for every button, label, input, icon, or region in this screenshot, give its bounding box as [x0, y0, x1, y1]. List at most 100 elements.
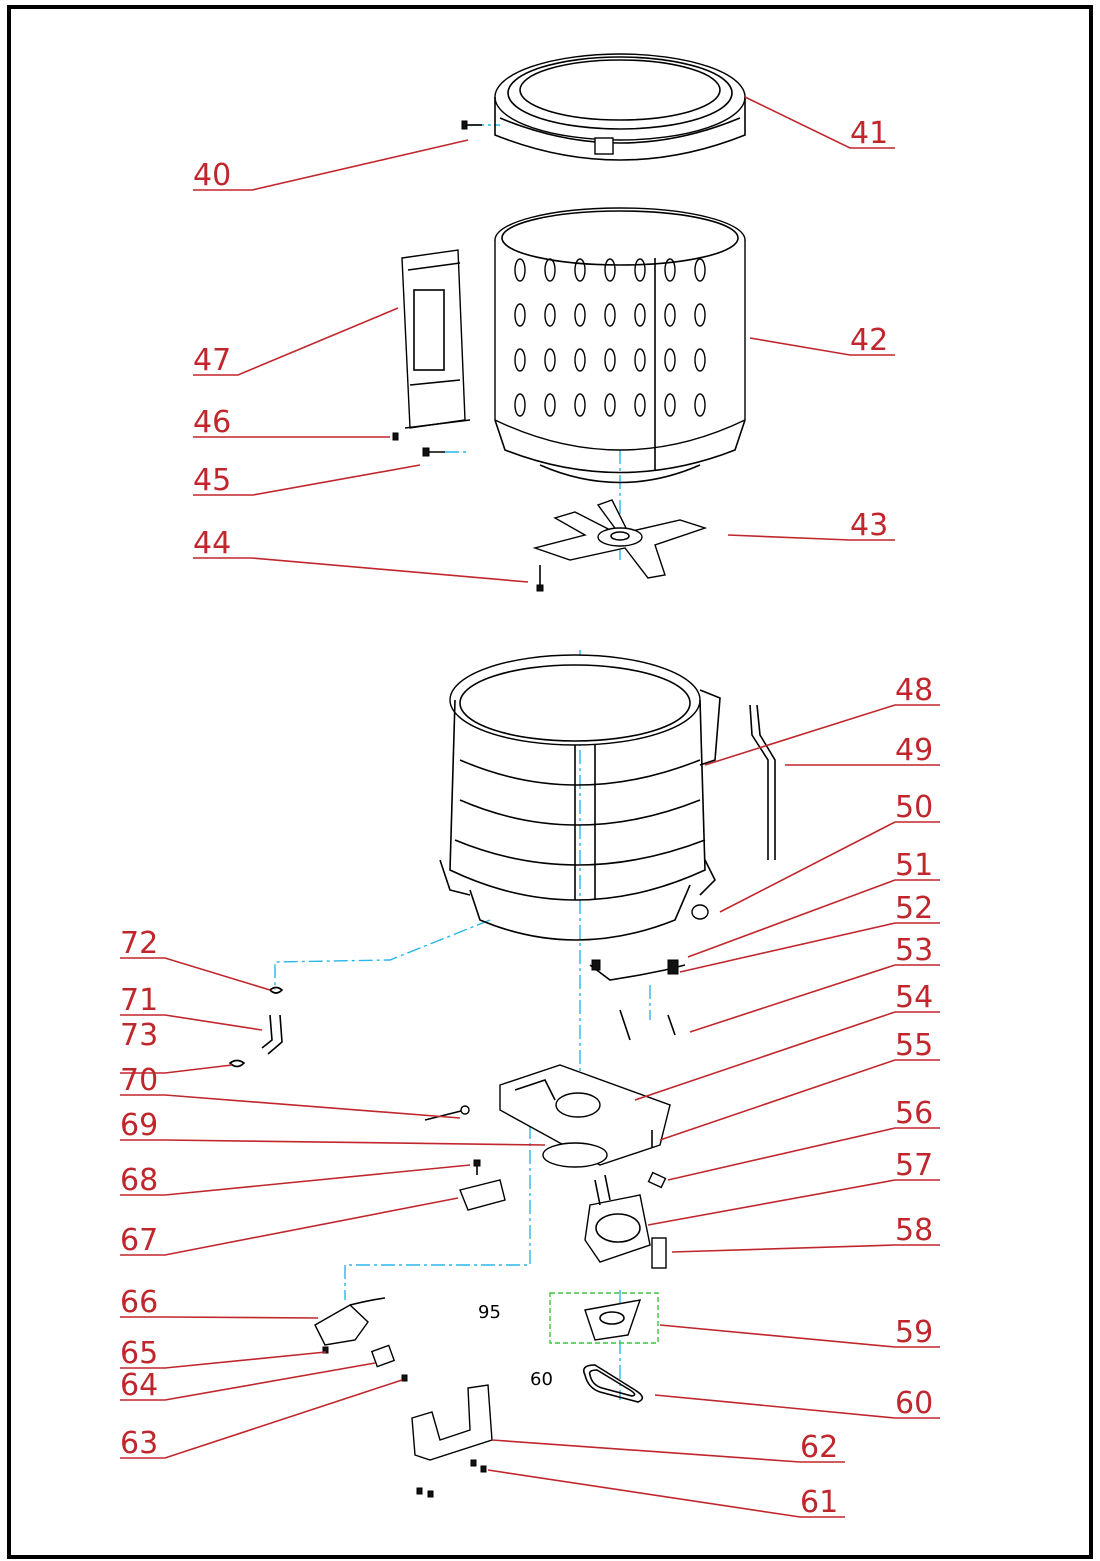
basket-hole [634, 303, 646, 327]
callout-73: 73 [120, 1018, 158, 1053]
callout-61: 61 [800, 1485, 838, 1520]
callout-50: 50 [895, 790, 933, 825]
basket-hole [634, 258, 646, 282]
part-54-gearbox-bracket [499, 1064, 671, 1168]
callout-48: 48 [895, 673, 933, 708]
part-63-screw [401, 1374, 408, 1382]
diagram-frame [7, 5, 1093, 1559]
part-46-screw [392, 432, 399, 441]
basket-hole [514, 393, 526, 417]
basket-hole [514, 303, 526, 327]
basket-hole [574, 393, 586, 417]
basket-hole [604, 258, 616, 282]
callout-60: 60 [895, 1386, 933, 1421]
part-67-plate [459, 1179, 506, 1211]
callout-71: 71 [120, 983, 158, 1018]
callout-58: 58 [895, 1213, 933, 1248]
part-41-balance-ring [494, 53, 746, 161]
callout-63: 63 [120, 1426, 158, 1461]
basket-hole [664, 348, 676, 372]
basket-hole [664, 303, 676, 327]
basket-hole [694, 258, 706, 282]
part-42-spin-basket [494, 207, 746, 484]
callout-64: 64 [120, 1368, 158, 1403]
callout-65: 65 [120, 1336, 158, 1371]
basket-hole [514, 258, 526, 282]
part-71-elbow [261, 1014, 283, 1055]
part-66-drain-motor [314, 1297, 386, 1346]
part-43-basket-flange [532, 499, 708, 579]
part-50-nut [691, 904, 709, 920]
basket-hole [574, 258, 586, 282]
callout-56: 56 [895, 1096, 933, 1131]
basket-hole [574, 348, 586, 372]
basket-hole [664, 393, 676, 417]
part-59-pulley [549, 1292, 659, 1344]
leader-lines [120, 96, 940, 1518]
part-58-capacitor [651, 1237, 667, 1269]
part-70-pin [424, 1105, 470, 1121]
callout-59: 59 [895, 1315, 933, 1350]
callout-46: 46 [193, 405, 231, 440]
callout-57: 57 [895, 1148, 933, 1183]
basket-hole [604, 303, 616, 327]
callout-42: 42 [850, 323, 888, 358]
part-48-outer-tub [439, 654, 721, 941]
basket-hole [694, 303, 706, 327]
callout-62: 62 [800, 1430, 838, 1465]
part-60-belt [582, 1364, 644, 1403]
part-45-screw [422, 447, 445, 457]
basket-hole [544, 348, 556, 372]
label-95: 95 [478, 1302, 501, 1323]
part-65-screw [322, 1346, 329, 1354]
callout-41: 41 [850, 116, 888, 151]
callout-52: 52 [895, 891, 933, 926]
callout-68: 68 [120, 1163, 158, 1198]
part-40-screw [461, 120, 482, 130]
basket-hole [574, 303, 586, 327]
basket-hole [604, 393, 616, 417]
callout-69: 69 [120, 1108, 158, 1143]
part-57-motor [584, 1174, 651, 1263]
callout-72: 72 [120, 926, 158, 961]
callout-49: 49 [895, 733, 933, 768]
basket-perforations [514, 258, 706, 417]
callout-54: 54 [895, 980, 933, 1015]
part-61-screws [416, 1459, 487, 1498]
basket-hole [544, 303, 556, 327]
part-53-screw [619, 1009, 676, 1041]
basket-hole [544, 258, 556, 282]
basket-hole [694, 393, 706, 417]
basket-hole [634, 393, 646, 417]
part-51-52-harness [589, 959, 686, 981]
callout-40: 40 [193, 158, 231, 193]
callout-53: 53 [895, 933, 933, 968]
callout-43: 43 [850, 508, 888, 543]
callout-51: 51 [895, 848, 933, 883]
basket-hole [634, 348, 646, 372]
callout-67: 67 [120, 1223, 158, 1258]
callout-66: 66 [120, 1285, 158, 1320]
part-68-screw [473, 1159, 481, 1175]
basket-hole [544, 393, 556, 417]
part-56-clip [647, 1171, 667, 1189]
basket-hole [604, 348, 616, 372]
label-60-inline: 60 [530, 1369, 553, 1390]
part-73-clamp [228, 1059, 246, 1068]
callout-labels: 40 41 42 43 44 45 46 47 48 49 50 51 52 5… [120, 116, 933, 1520]
part-44-screw [536, 565, 544, 592]
part-72-clamp [268, 986, 284, 994]
part-62-bracket [411, 1384, 493, 1461]
callout-55: 55 [895, 1028, 933, 1063]
part-47-filter [401, 249, 471, 429]
callout-47: 47 [193, 343, 231, 378]
part-64-block [370, 1344, 396, 1368]
callout-44: 44 [193, 526, 231, 561]
part-49-hose [749, 704, 776, 860]
callout-70: 70 [120, 1063, 158, 1098]
basket-hole [664, 258, 676, 282]
callout-45: 45 [193, 463, 231, 498]
basket-hole [514, 348, 526, 372]
basket-hole [694, 348, 706, 372]
